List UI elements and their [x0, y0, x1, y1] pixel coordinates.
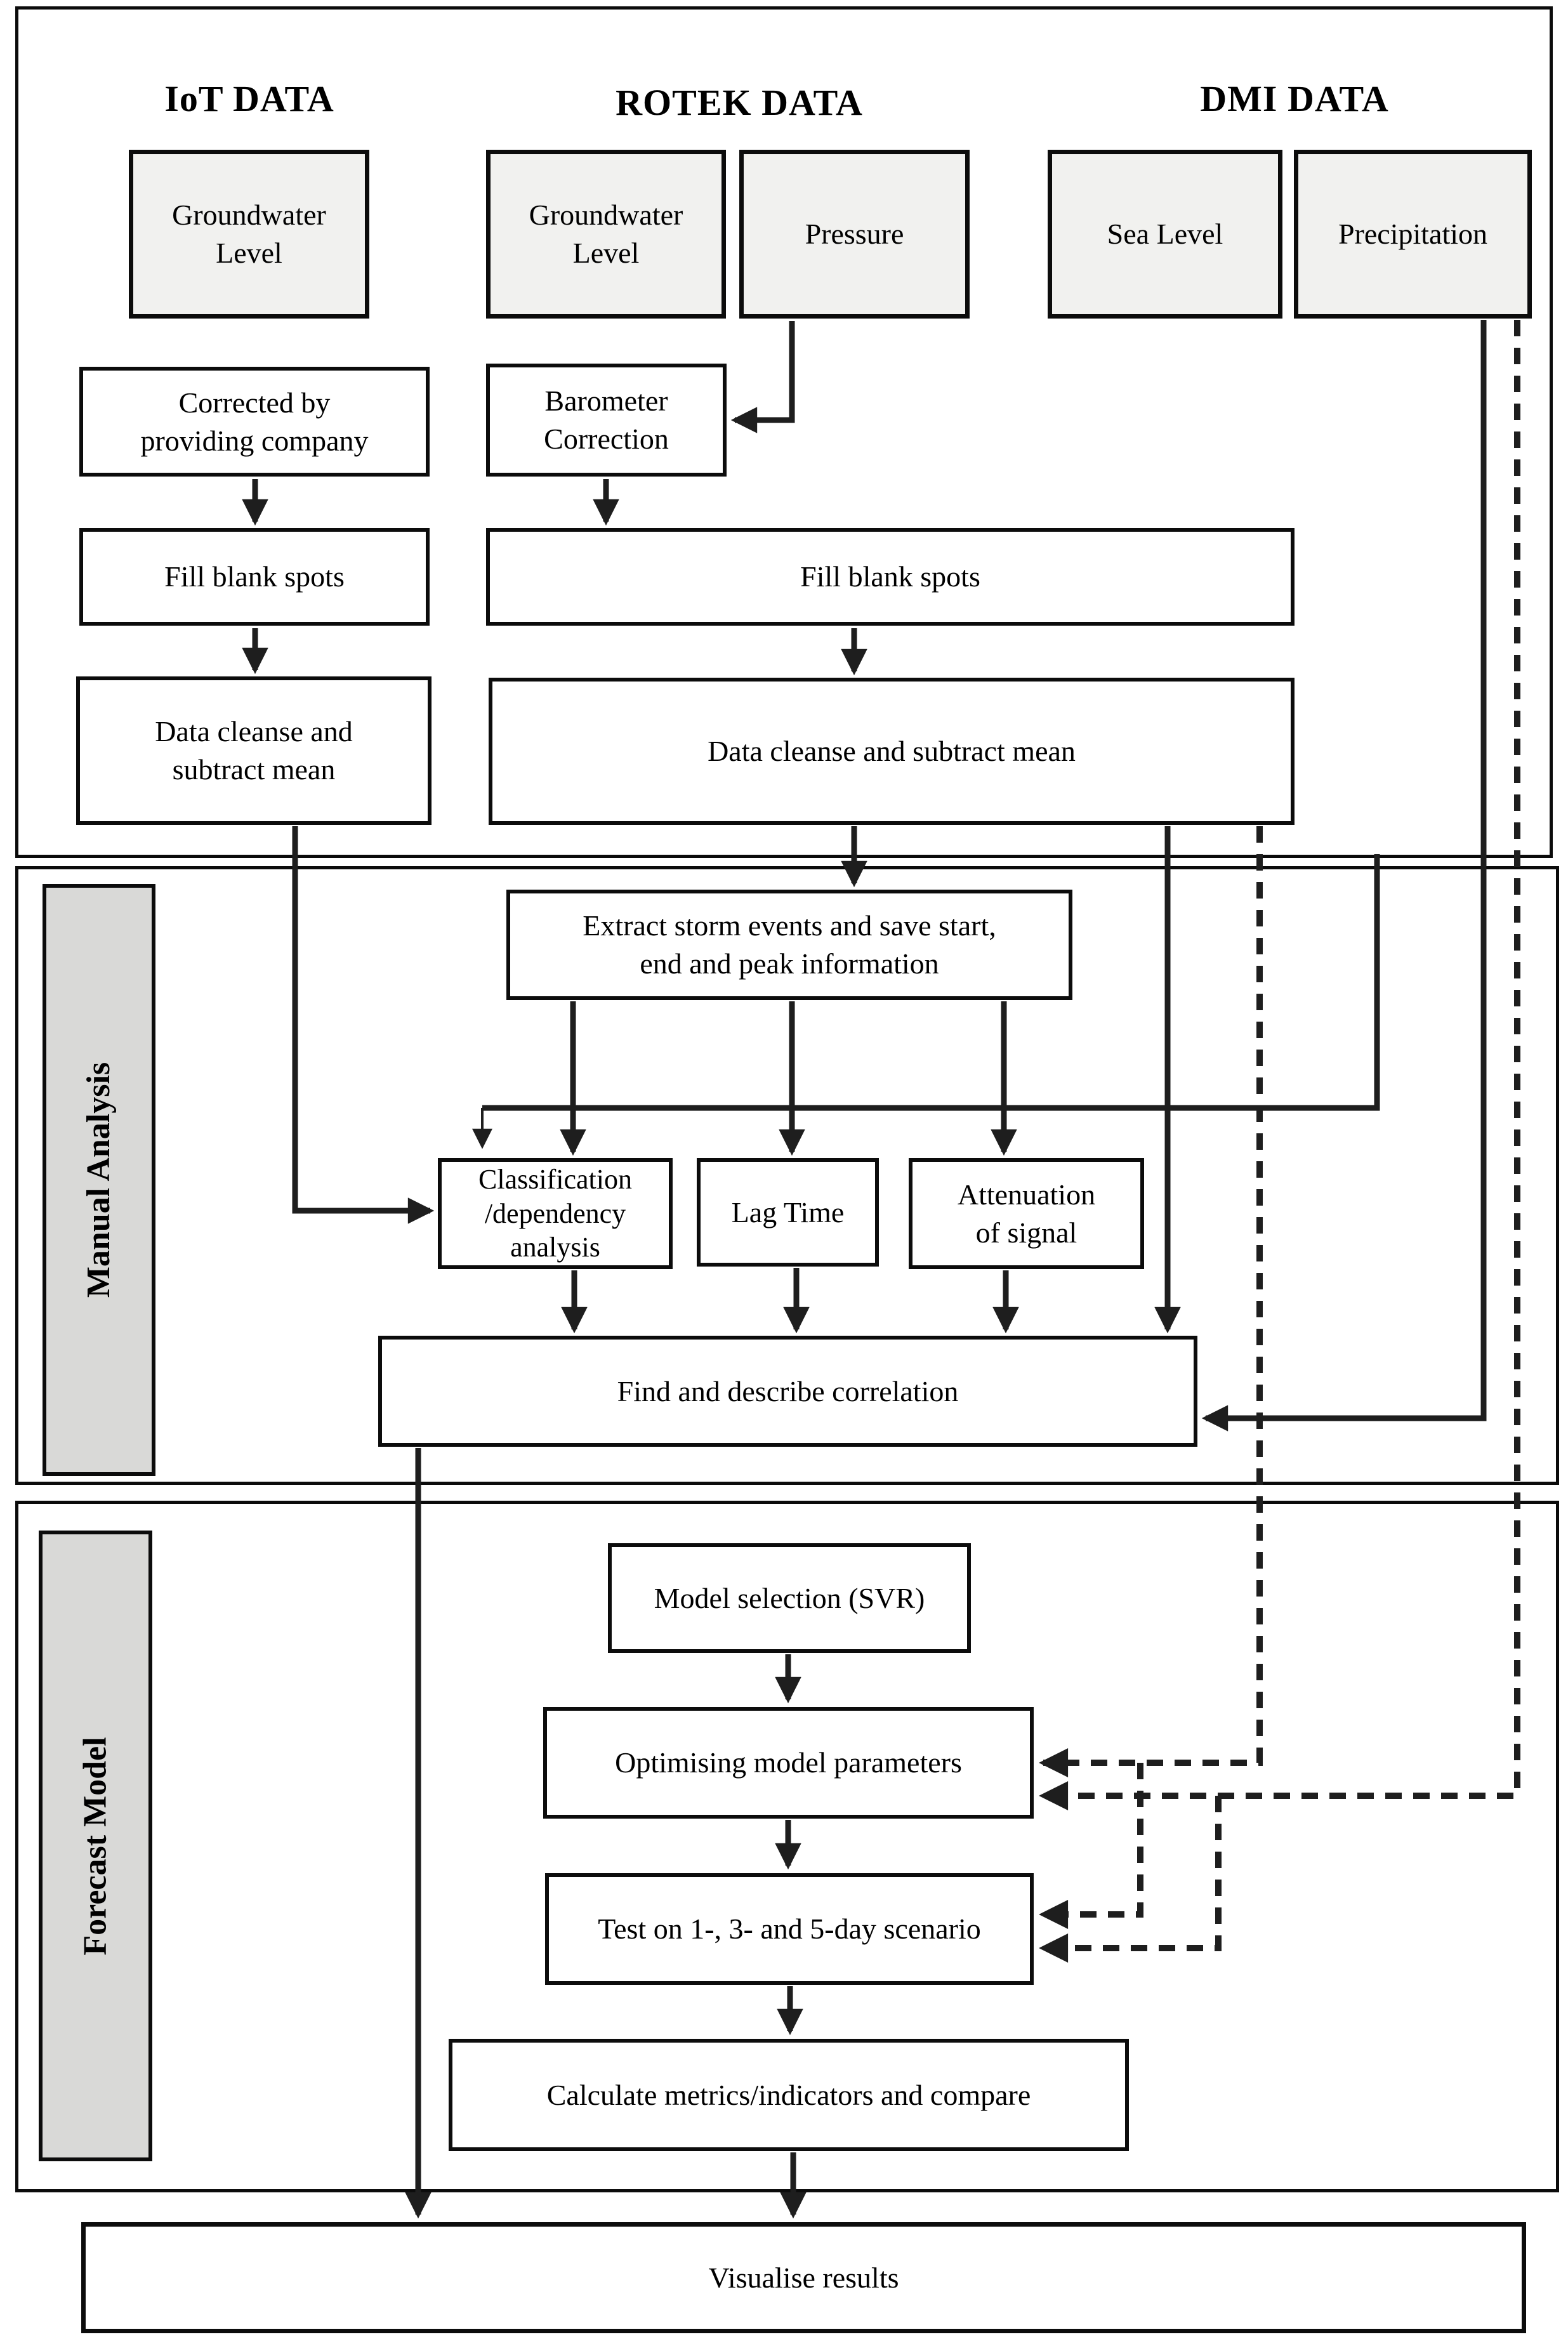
section-forecast-model	[15, 1501, 1559, 2192]
node-visualise-results: Visualise results	[81, 2222, 1526, 2333]
label-manual-analysis-text: Manual Analysis	[81, 1062, 117, 1298]
node-model-selection-svr: Model selection (SVR)	[608, 1543, 971, 1653]
node-data-cleanse-iot: Data cleanse and subtract mean	[76, 676, 432, 825]
header-rotek-data: ROTEK DATA	[616, 82, 863, 123]
node-corrected-by-company: Corrected by providing company	[79, 367, 430, 477]
label-forecast-model: Forecast Model	[39, 1531, 152, 2161]
header-dmi-data: DMI DATA	[1200, 78, 1389, 119]
node-barometer-correction: Barometer Correction	[486, 364, 727, 477]
node-pressure: Pressure	[739, 150, 970, 319]
node-lag-time: Lag Time	[697, 1158, 879, 1267]
node-attenuation-of-signal: Attenuation of signal	[909, 1158, 1144, 1269]
label-forecast-model-text: Forecast Model	[77, 1736, 114, 1956]
node-fill-blank-spots-wide: Fill blank spots	[486, 528, 1295, 626]
node-calculate-metrics: Calculate metrics/indicators and compare	[449, 2039, 1129, 2151]
node-extract-storm-events: Extract storm events and save start, end…	[506, 890, 1072, 1000]
node-rotek-groundwater-level: Groundwater Level	[486, 150, 726, 319]
node-find-describe-correlation: Find and describe correlation	[378, 1336, 1197, 1447]
node-classification-dependency: Classification /dependency analysis	[438, 1158, 673, 1269]
node-data-cleanse-wide: Data cleanse and subtract mean	[489, 678, 1295, 825]
node-sea-level: Sea Level	[1048, 150, 1282, 319]
label-manual-analysis: Manual Analysis	[43, 884, 155, 1476]
node-iot-groundwater-level: Groundwater Level	[129, 150, 369, 319]
node-fill-blank-spots-iot: Fill blank spots	[79, 528, 430, 626]
node-precipitation: Precipitation	[1294, 150, 1532, 319]
node-test-scenarios: Test on 1-, 3- and 5-day scenario	[545, 1873, 1034, 1985]
node-optimising-parameters: Optimising model parameters	[543, 1707, 1034, 1819]
header-iot-data: IoT DATA	[164, 78, 334, 119]
